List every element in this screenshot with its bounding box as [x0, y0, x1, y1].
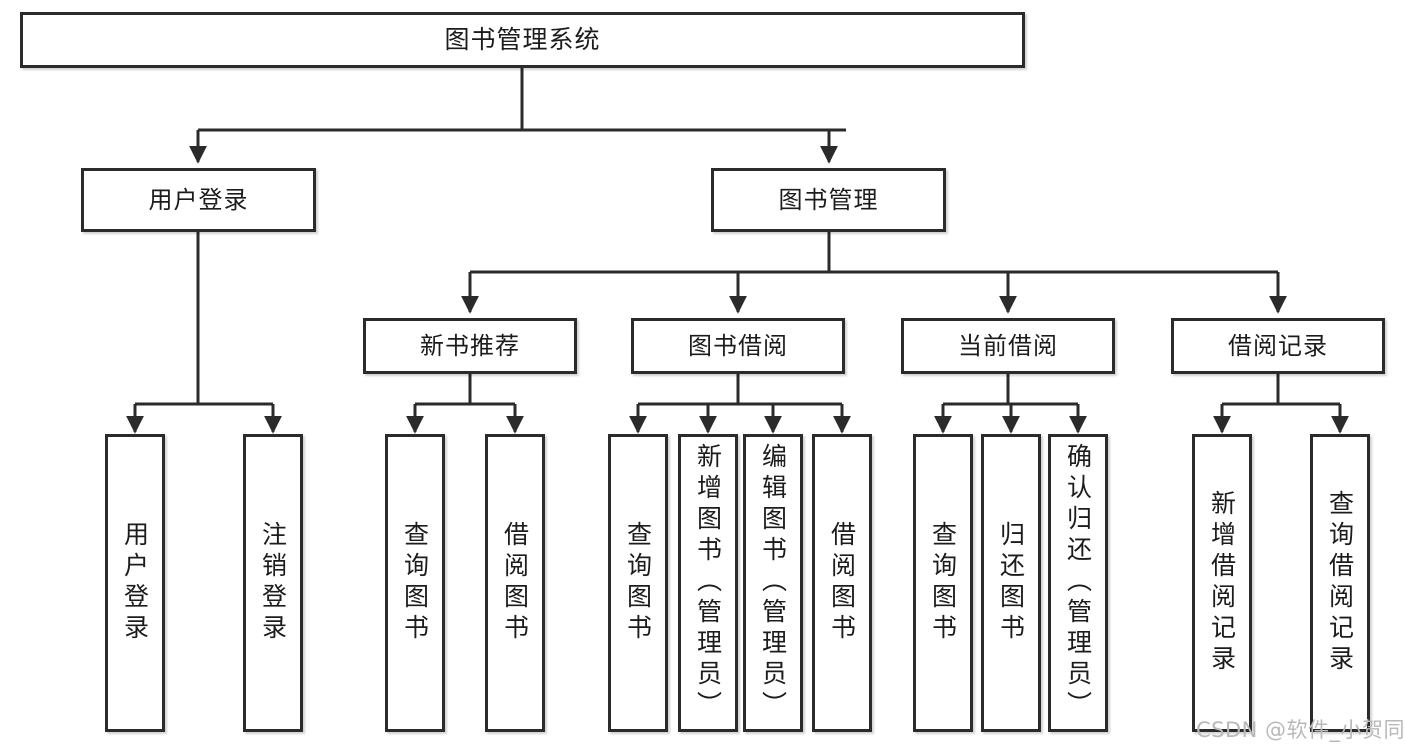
node-label: 归还图书	[996, 521, 1026, 645]
leaf-borrow-query-book[interactable]: 查询图书	[608, 434, 668, 732]
node-label: 当前借阅	[958, 331, 1058, 360]
leaf-user-login-login[interactable]: 用户登录	[105, 434, 165, 732]
node-label: 借阅记录	[1228, 331, 1328, 360]
leaf-current-confirm-return[interactable]: 确认归还（管理员）	[1048, 434, 1108, 732]
node-label: 用户登录	[120, 521, 150, 645]
leaf-current-query-book[interactable]: 查询图书	[913, 434, 973, 732]
node-user-login[interactable]: 用户登录	[81, 168, 316, 232]
node-label: 借阅图书	[500, 521, 530, 645]
node-label: 图书管理	[778, 185, 879, 214]
node-root-system[interactable]: 图书管理系统	[20, 12, 1025, 68]
node-book-borrow[interactable]: 图书借阅	[631, 318, 845, 374]
node-label: 查询借阅记录	[1325, 490, 1355, 676]
csdn-watermark: CSDN @软件_小贺同学	[1196, 718, 1405, 742]
node-label: 查询图书	[623, 521, 653, 645]
leaf-borrow-borrow-book[interactable]: 借阅图书	[812, 434, 872, 732]
node-label: 新增图书（管理员）	[693, 443, 723, 722]
leaf-records-add-record[interactable]: 新增借阅记录	[1192, 434, 1252, 732]
node-label: 新书推荐	[420, 331, 520, 360]
node-label: 查询图书	[400, 521, 430, 645]
node-label: 确认归还（管理员）	[1063, 443, 1093, 722]
node-label: 借阅图书	[827, 521, 857, 645]
node-book-management[interactable]: 图书管理	[711, 168, 946, 232]
leaf-current-return-book[interactable]: 归还图书	[981, 434, 1041, 732]
node-label: 编辑图书（管理员）	[758, 443, 788, 722]
node-label: 新增借阅记录	[1207, 490, 1237, 676]
leaf-borrow-add-book[interactable]: 新增图书（管理员）	[678, 434, 738, 732]
leaf-user-login-logout[interactable]: 注销登录	[243, 434, 303, 732]
node-label: 图书管理系统	[444, 25, 601, 55]
leaf-recommend-query-book[interactable]: 查询图书	[385, 434, 445, 732]
node-new-book-recommend[interactable]: 新书推荐	[363, 318, 577, 374]
node-borrow-records[interactable]: 借阅记录	[1171, 318, 1385, 374]
node-current-borrow[interactable]: 当前借阅	[901, 318, 1115, 374]
node-label: 用户登录	[148, 185, 249, 214]
node-label: 注销登录	[258, 521, 288, 645]
leaf-recommend-borrow-book[interactable]: 借阅图书	[485, 434, 545, 732]
leaf-records-query-record[interactable]: 查询借阅记录	[1310, 434, 1370, 732]
node-label: 图书借阅	[688, 331, 788, 360]
node-label: 查询图书	[928, 521, 958, 645]
leaf-borrow-edit-book[interactable]: 编辑图书（管理员）	[743, 434, 803, 732]
